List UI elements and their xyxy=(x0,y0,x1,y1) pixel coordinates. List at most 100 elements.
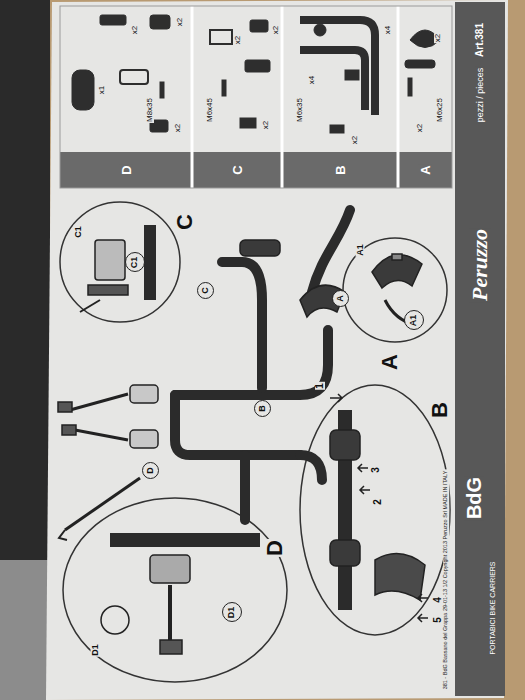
carrier-parts xyxy=(240,240,280,256)
section-letter: A xyxy=(379,353,401,371)
parts-icons xyxy=(245,60,270,72)
section-letter: C xyxy=(174,213,196,231)
detail-circles xyxy=(343,238,447,342)
parts-icons xyxy=(72,15,440,133)
parts-icons xyxy=(210,30,232,44)
carrier-parts xyxy=(65,478,140,530)
footer-note: 381 - BdG Bassano del Grappa 29-01-13 1/… xyxy=(443,470,449,691)
paper-sheet xyxy=(281,6,284,188)
detail-label: C1 xyxy=(74,225,83,239)
callout-circle: A xyxy=(332,290,349,307)
carrier-frame xyxy=(175,330,328,395)
callout-number: 5 xyxy=(433,616,443,624)
brand-name: BdG xyxy=(464,476,484,520)
carrier-frame xyxy=(312,210,350,292)
screw-size: M6x25 xyxy=(436,97,444,123)
callout-circle: D xyxy=(142,462,159,479)
detail-b xyxy=(330,540,360,566)
section-letter: B xyxy=(429,401,451,419)
parts-icons xyxy=(345,70,359,80)
detail-circles xyxy=(60,202,180,322)
callout-circle: B xyxy=(254,400,271,417)
carrier-parts xyxy=(59,530,67,540)
column-letter: C xyxy=(231,164,244,175)
parts-icons xyxy=(408,78,412,96)
carrier-frame xyxy=(300,455,322,480)
detail-d xyxy=(101,606,129,634)
callout-letter: C1 xyxy=(130,256,139,268)
parts-icons xyxy=(240,118,256,128)
carrier-frame xyxy=(222,262,262,388)
table-background xyxy=(0,560,48,700)
callout-letter: D xyxy=(146,467,155,474)
callout-circle: A1 xyxy=(404,310,424,330)
carrier-parts xyxy=(70,394,128,410)
detail-b xyxy=(418,594,428,602)
detail-c xyxy=(80,300,100,312)
quantity: x2 xyxy=(351,135,359,145)
carrier-parts xyxy=(58,402,72,412)
callout-number: 2 xyxy=(373,498,383,506)
detail-a xyxy=(372,255,422,288)
detail-b xyxy=(360,486,370,494)
paper-sheet xyxy=(46,0,508,700)
detail-b xyxy=(418,614,428,622)
quantity: x2 xyxy=(174,123,182,133)
paper-sheet xyxy=(455,2,505,696)
detail-b xyxy=(358,464,368,472)
detail-d xyxy=(110,533,260,547)
detail-c xyxy=(144,225,156,300)
parts-icons xyxy=(120,70,148,84)
paper-sheet xyxy=(397,6,400,188)
detail-circles xyxy=(300,385,450,635)
paper-sheet xyxy=(60,152,452,188)
detail-b xyxy=(375,554,425,600)
parts-icons xyxy=(222,80,226,96)
parts-icons xyxy=(314,24,326,36)
detail-c xyxy=(80,225,150,312)
parts-icons xyxy=(160,82,164,98)
callout-letter: A xyxy=(336,295,345,302)
carrier-frame xyxy=(240,455,250,520)
callout-letter: D1 xyxy=(227,606,236,618)
paper-sheet xyxy=(46,0,508,700)
carrier-parts xyxy=(130,385,158,403)
carrier-frame xyxy=(175,210,350,520)
callout-number: 4 xyxy=(433,596,443,604)
column-letter: A xyxy=(419,164,432,175)
callout-number: 3 xyxy=(371,466,381,474)
section-letter: D xyxy=(264,539,286,557)
detail-circles xyxy=(60,202,450,682)
detail-label: A1 xyxy=(356,243,365,257)
carrier-frame xyxy=(175,395,300,455)
carrier-parts xyxy=(75,430,128,440)
detail-b xyxy=(330,430,360,460)
quantity: x2 xyxy=(262,120,270,130)
detail-c xyxy=(95,240,125,280)
detail-d xyxy=(160,640,182,654)
detail-d xyxy=(101,540,260,654)
sheet-heading: pezzi / pieces xyxy=(476,67,485,124)
quantity: x2 xyxy=(131,25,139,35)
column-letter: B xyxy=(334,164,347,175)
parts-icons xyxy=(405,60,435,68)
callout-letter: C xyxy=(201,287,210,294)
quantity: x4 xyxy=(308,75,316,85)
detail-a xyxy=(372,254,422,325)
callout-circle: C1 xyxy=(125,252,145,272)
table-background xyxy=(0,0,50,560)
callout-circle: D1 xyxy=(222,602,242,622)
detail-d xyxy=(150,555,190,583)
callout-letter: A1 xyxy=(409,314,418,326)
paper-sheet xyxy=(191,6,194,188)
brand-logo: Peruzzo xyxy=(469,228,491,302)
quantity: x2 xyxy=(272,25,280,35)
parts-icons xyxy=(300,20,375,115)
callout-number: 1 xyxy=(315,382,325,390)
detail-a xyxy=(392,254,402,260)
article-number: Art.381 xyxy=(475,22,485,58)
detail-label: D1 xyxy=(91,643,100,657)
